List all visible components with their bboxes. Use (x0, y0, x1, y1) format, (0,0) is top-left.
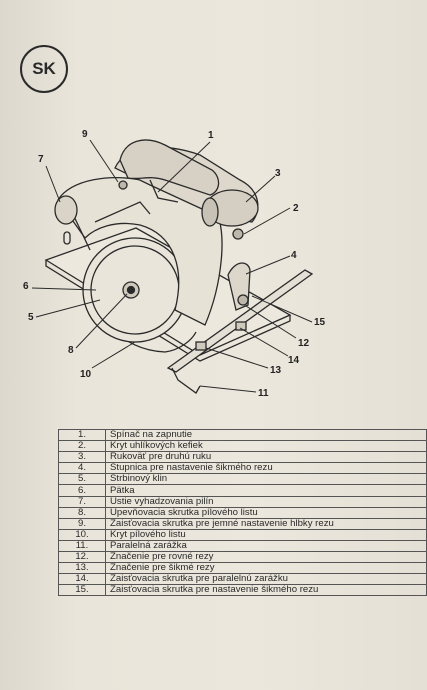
table-row: 11.Paralelná zarážka (58, 539, 427, 553)
table-row: 3.Rukoväť pre druhú ruku (58, 451, 427, 464)
part-number: 4. (58, 462, 106, 475)
callout-10: 10 (80, 369, 92, 380)
circular-saw-diagram: 1 2 3 4 5 6 7 8 9 10 11 12 13 14 15 (0, 110, 427, 430)
table-row: 1.Spínač na zapnutie (58, 428, 427, 442)
part-name: Pätka (105, 484, 427, 497)
part-number: 9. (58, 517, 106, 530)
part-name: Zaisťovacia skrutka pre jemné nastavenie… (105, 517, 427, 530)
table-row: 4.Stupnica pre nastavenie šikmého rezu (58, 462, 427, 475)
part-number: 1. (58, 428, 106, 442)
part-number: 13. (58, 562, 106, 575)
callout-3: 3 (275, 168, 281, 179)
part-name: Kryt pílového listu (105, 528, 427, 541)
part-name: Upevňovacia skrutka pílového listu (105, 506, 427, 519)
part-number: 5. (58, 473, 106, 486)
part-name: Štrbinový klin (105, 473, 427, 486)
table-row: 6.Pätka (58, 484, 427, 497)
part-number: 12. (58, 551, 106, 564)
part-name: Paralelná zarážka (105, 539, 427, 553)
language-badge-label: SK (32, 59, 56, 78)
table-row: 10.Kryt pílového listu (58, 528, 427, 541)
part-name: Zaisťovacia skrutka pre paralelnú zarážk… (105, 573, 427, 586)
upper-blade-guard (57, 177, 223, 326)
callout-2: 2 (293, 203, 299, 214)
callout-15: 15 (314, 317, 326, 328)
part-name: Rukoväť pre druhú ruku (105, 451, 427, 464)
callout-4: 4 (291, 250, 297, 261)
part-name: Stupnica pre nastavenie šikmého rezu (105, 462, 427, 475)
main-handle (119, 139, 220, 196)
parts-list-table: 1.Spínač na zapnutie 2.Kryt uhlíkových k… (58, 428, 427, 597)
part-number: 14. (58, 573, 106, 586)
part-name: Značenie pre šikmé rezy (105, 562, 427, 575)
part-name: Zaisťovacia skrutka pre nastavenie šikmé… (105, 584, 427, 597)
part-name: Ústie vyhadzovania pilín (105, 495, 427, 508)
table-row: 15.Zaisťovacia skrutka pre nastavenie ši… (58, 584, 427, 597)
part-number: 3. (58, 451, 106, 464)
callout-7: 7 (38, 154, 44, 165)
table-row: 8.Upevňovacia skrutka pílového listu (58, 506, 427, 519)
part-number: 8. (58, 506, 106, 519)
table-row: 5.Štrbinový klin (58, 473, 427, 486)
callout-9: 9 (82, 129, 88, 140)
part-name: Kryt uhlíkových kefiek (105, 440, 427, 453)
callout-13: 13 (270, 365, 282, 376)
table-row: 14.Zaisťovacia skrutka pre paralelnú zar… (58, 573, 427, 586)
part-name: Značenie pre rovné rezy (105, 551, 427, 564)
table-row: 13.Značenie pre šikmé rezy (58, 562, 427, 575)
part-number: 10. (58, 528, 106, 541)
part-number: 7. (58, 495, 106, 508)
part-number: 15. (58, 584, 106, 597)
callout-11: 11 (258, 388, 269, 399)
part-number: 11. (58, 539, 106, 553)
callout-6: 6 (23, 281, 29, 292)
part-number: 6. (58, 484, 106, 497)
depth-lock-screw (118, 180, 128, 190)
table-row: 7.Ústie vyhadzovania pilín (58, 495, 427, 508)
callout-12: 12 (298, 338, 310, 349)
dust-outlet (54, 195, 78, 225)
circular-saw-illustration: 1 2 3 4 5 6 7 8 9 10 11 12 13 14 15 (23, 129, 326, 399)
table-row: 12.Značenie pre rovné rezy (58, 551, 427, 564)
language-badge: SK (20, 45, 68, 93)
callout-8: 8 (68, 345, 74, 356)
part-number: 2. (58, 440, 106, 453)
table-row: 9.Zaisťovacia skrutka pre jemné nastaven… (58, 517, 427, 530)
callout-5: 5 (28, 312, 34, 323)
table-row: 2.Kryt uhlíkových kefiek (58, 440, 427, 453)
callout-1: 1 (208, 130, 214, 141)
brush-cover (232, 228, 244, 240)
callout-14: 14 (288, 355, 300, 366)
part-name: Spínač na zapnutie (105, 428, 427, 442)
